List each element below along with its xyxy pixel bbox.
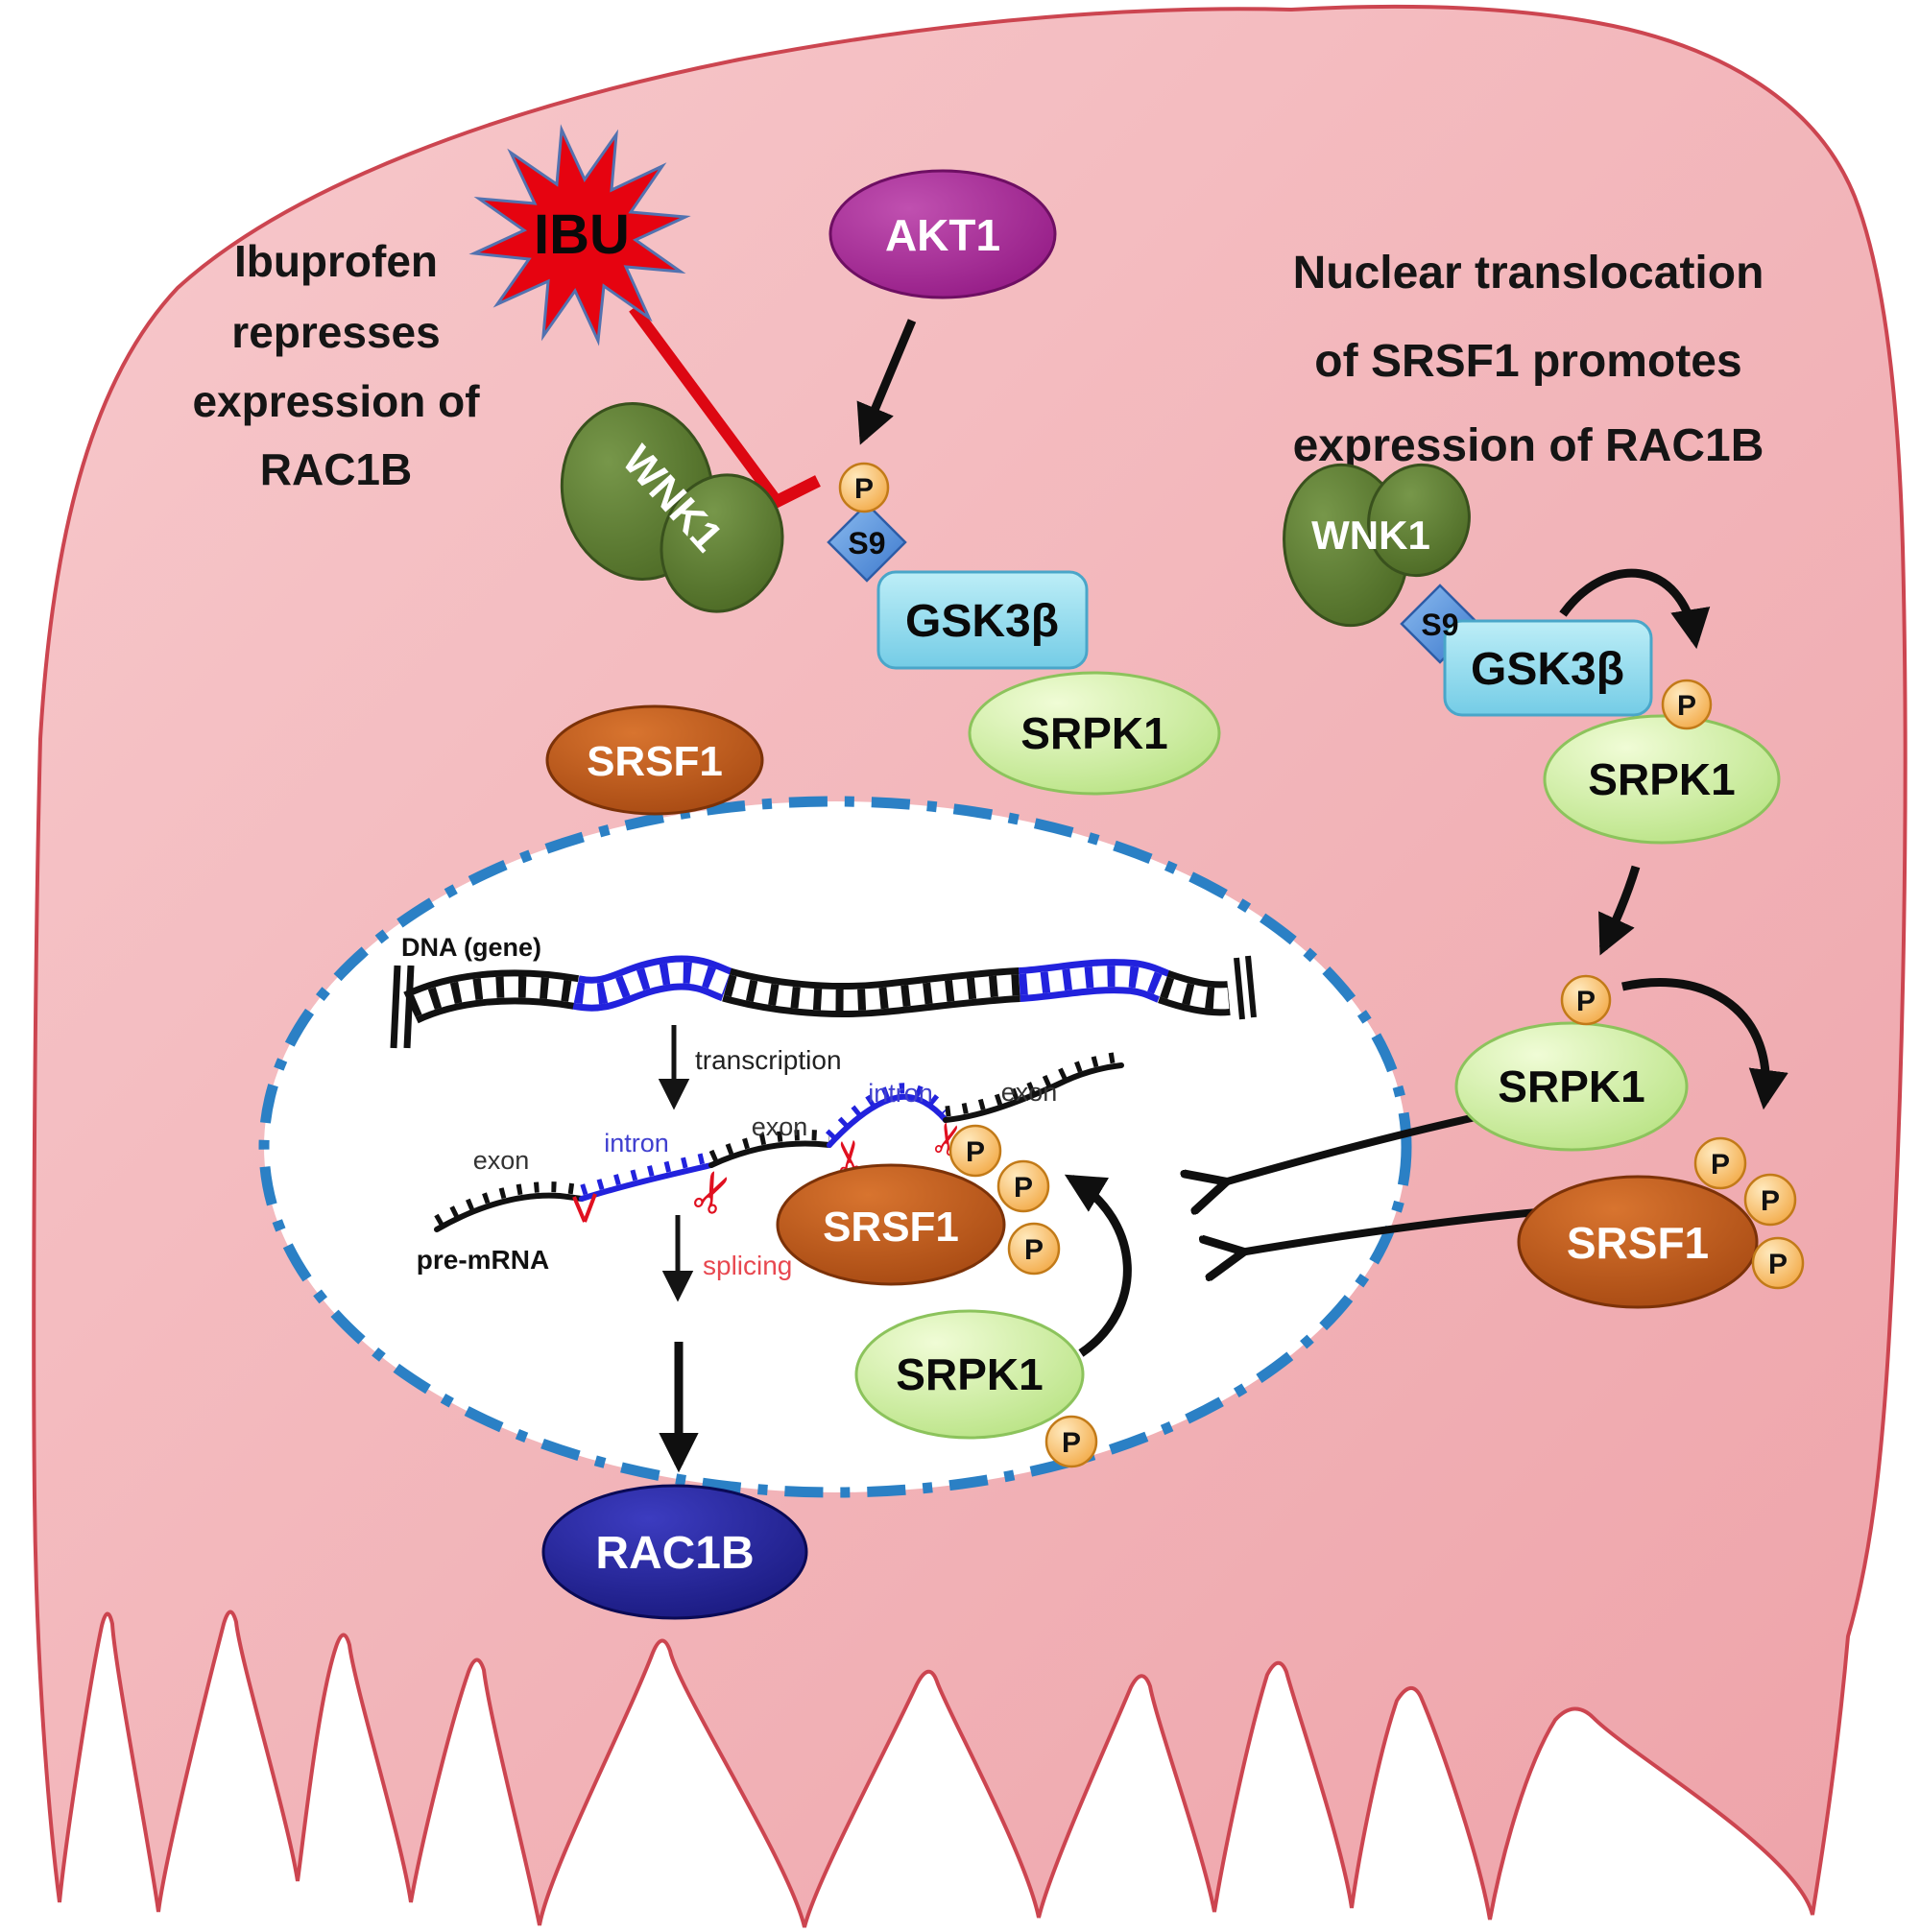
protein-srsf1-right: SRSF1 [1517, 1175, 1759, 1309]
phospho-gsk3b-left: P [838, 462, 890, 513]
dna-gene-label: DNA (gene) [401, 933, 541, 962]
phospho-label: P [1761, 1185, 1780, 1217]
srsf1-nuclear-label: SRSF1 [823, 1204, 959, 1251]
wnk1-right-label: WNK1 [1311, 513, 1430, 558]
srpk1-mid-shape [1454, 1021, 1689, 1152]
s9-site-left [827, 502, 907, 583]
akt1-label: AKT1 [885, 210, 1000, 260]
protein-srpk1-mid: SRPK1 [1454, 1021, 1689, 1152]
phospho-label: P [1024, 1234, 1044, 1266]
arrow-srpk1-phosphorylates-srsf1 [1621, 978, 1788, 1110]
protein-gsk3b-left: GSK3β [876, 570, 1089, 670]
srsf1-left-shape [545, 704, 764, 816]
phospho-label: P [1014, 1172, 1033, 1204]
s9-right-label: S9 [1421, 608, 1458, 642]
phospho-cluster-srsf1-right: P P P [1693, 1136, 1805, 1290]
note-left: Ibuprofen represses expression of RAC1B [192, 236, 480, 494]
protein-akt1: AKT1 [828, 169, 1057, 299]
note-left-line3: expression of [192, 376, 480, 426]
phospho-circle [838, 462, 890, 513]
gsk3b-left-shape [876, 570, 1089, 670]
protein-srpk1-cytoplasm: SRPK1 [968, 671, 1221, 796]
protein-wnk1-right: WNK1 [1283, 463, 1471, 628]
rac1b-label: RAC1B [595, 1528, 754, 1579]
arrow-nuclear-srpk1-to-srsf1 [1064, 1174, 1132, 1357]
srpk1-right-shape [1543, 714, 1781, 845]
phospho-label: P [1576, 986, 1596, 1017]
srpk1-nuclear-label: SRPK1 [896, 1349, 1043, 1399]
pre-mrna-strand [434, 1051, 1124, 1232]
protein-srsf1-nuclear: SRSF1 [776, 1163, 1006, 1286]
phospho-srpk1-nuclear: P [1044, 1415, 1098, 1468]
srpk1-right-label: SRPK1 [1588, 754, 1735, 804]
protein-wnk1-left: WNK1 [560, 402, 784, 613]
splice-cut-mark [572, 1193, 597, 1223]
protein-rac1b: RAC1B [541, 1484, 808, 1620]
dna-terminator-left [390, 965, 401, 1049]
phospho-srpk1-mid: P [1560, 974, 1612, 1026]
akt1-shape [828, 169, 1057, 299]
gsk3b-right-shape [1443, 619, 1653, 717]
arrow-akt1-to-gsk3b [856, 319, 917, 445]
note-right: Nuclear translocation of SRSF1 promotes … [1293, 248, 1764, 471]
arrow-gsk3b-phosphorylates-srpk1 [1559, 568, 1711, 650]
phospho-label: P [1711, 1149, 1730, 1181]
note-left-line4: RAC1B [260, 444, 412, 494]
note-left-line2: represses [231, 307, 440, 357]
transcription-label: transcription [695, 1045, 842, 1075]
s9-left-label: S9 [848, 526, 885, 561]
phospho-label: P [1677, 690, 1696, 722]
protein-srpk1-right-top: SRPK1 [1543, 714, 1781, 845]
note-right-line2: of SRSF1 promotes [1314, 336, 1741, 387]
dna-terminator-right [1234, 957, 1245, 1020]
rac1b-shape [541, 1484, 808, 1620]
dna-gene-strand [390, 955, 1257, 1049]
srsf1-left-label: SRSF1 [587, 738, 723, 785]
pre-mrna-label: pre-mRNA [417, 1245, 549, 1275]
protein-srsf1-cytoplasm: SRSF1 [545, 704, 764, 816]
phospho-label: P [966, 1136, 985, 1168]
phospho-label: P [854, 473, 874, 505]
intron-label-1: intron [604, 1129, 669, 1157]
gsk3b-right-label: GSK3β [1471, 644, 1624, 695]
ibu-label: IBU [534, 203, 630, 266]
note-right-line1: Nuclear translocation [1293, 248, 1764, 298]
note-right-line3: expression of RAC1B [1293, 420, 1764, 471]
intron-label-2: intron [868, 1079, 933, 1108]
exon-label-1: exon [473, 1146, 530, 1175]
ibu-star-shape [468, 124, 691, 346]
exon-label-2: exon [752, 1112, 808, 1141]
phospho-circle [1661, 679, 1713, 730]
srpk1-nuclear-shape [854, 1309, 1085, 1440]
protein-ibu: IBU [468, 124, 691, 346]
srsf1-right-shape [1517, 1175, 1759, 1309]
note-left-line1: Ibuprofen [234, 236, 438, 286]
srpk1-left-shape [968, 671, 1221, 796]
arrow-translocation-srpk1 [1217, 1108, 1503, 1184]
phospho-cluster-srsf1-nuclear: P P P [948, 1124, 1061, 1276]
protein-gsk3b-right: GSK3β [1443, 619, 1653, 717]
splicing-label: splicing [703, 1251, 792, 1280]
protein-srpk1-nuclear: SRPK1 [854, 1309, 1085, 1440]
arrow-srpk1-down [1598, 865, 1641, 956]
srsf1-nuclear-shape [776, 1163, 1006, 1286]
phospho-circle [1560, 974, 1612, 1026]
srpk1-left-label: SRPK1 [1020, 708, 1167, 758]
phospho-label: P [1768, 1249, 1788, 1280]
phospho-srpk1-right-top: P [1661, 679, 1713, 730]
arrow-translocation-srsf1 [1235, 1207, 1548, 1253]
srpk1-mid-label: SRPK1 [1498, 1061, 1644, 1111]
exon-label-3: exon [1001, 1078, 1058, 1107]
phospho-label: P [1062, 1427, 1081, 1459]
srsf1-right-label: SRSF1 [1567, 1218, 1709, 1268]
phospho-circle [1044, 1415, 1098, 1468]
gsk3b-left-label: GSK3β [905, 596, 1059, 647]
